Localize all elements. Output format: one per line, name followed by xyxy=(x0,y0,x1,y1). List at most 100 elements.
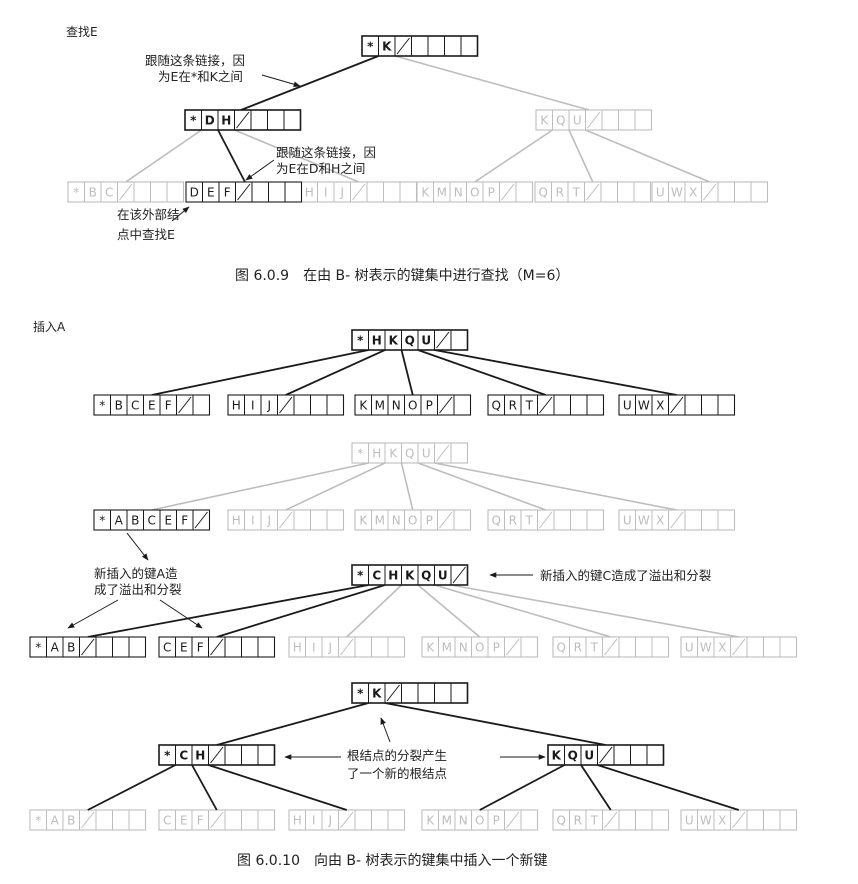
fig2-s3-leaf-null-link xyxy=(340,638,354,656)
fig2-s3-root-node-key: Q xyxy=(421,569,431,583)
fig2-s4-link xyxy=(191,764,218,811)
fig2-s4-leaf-key: J xyxy=(327,814,332,828)
fig2-s1-link xyxy=(434,349,677,396)
fig2-s4-leaf-key: B xyxy=(67,814,75,828)
fig1-annotation-external-arrow xyxy=(171,206,190,222)
fig2-s4-leaf-key: N xyxy=(459,814,468,828)
fig2-s3-leaf-null-link xyxy=(210,638,224,656)
fig1-uwx-leaf-key: W xyxy=(671,186,683,200)
fig2-s4-kqu-node-key: U xyxy=(584,749,594,763)
fig2-s4-root-node-box xyxy=(351,682,469,704)
fig2-s2-leaf-key: B xyxy=(131,514,139,528)
fig2-s3-leaf-key: K xyxy=(426,641,435,655)
fig1-def-leaf-null-link xyxy=(237,183,251,201)
fig2-s3-root-node-key: * xyxy=(357,569,364,583)
fig2-s2-leaf-key: F xyxy=(181,514,188,528)
fig2-s4-leaf-null-link xyxy=(604,811,618,829)
fig1-root-node-key: K xyxy=(382,40,392,54)
fig2-heading: 插入A xyxy=(33,320,66,334)
fig1-uwx-leaf-key: X xyxy=(689,186,697,200)
fig2-s4-root-node: *K xyxy=(351,682,469,704)
fig2-s3-link xyxy=(346,584,403,638)
fig2-s2-leaf-key: O xyxy=(408,514,417,528)
fig2-s3-leaf-key: N xyxy=(459,641,468,655)
fig2-annotation-rootsplit-line2: 了一个新的根结点 xyxy=(347,766,447,781)
fig2-annotation-newkey-c: 新插入的键C造成了溢出和分裂 xyxy=(540,568,711,583)
fig1-link-dh-def xyxy=(217,129,246,183)
fig2-s4-leaf-key: C xyxy=(163,814,171,828)
fig2-s4-ch-node-null-link xyxy=(210,746,224,764)
fig2-s4-leaf-key: U xyxy=(685,814,694,828)
fig1-heading: 查找E xyxy=(66,25,98,39)
fig1-uwx-leaf-null-link xyxy=(703,183,717,201)
fig2-s2-leaf-key: K xyxy=(359,514,368,528)
fig1-link-dh-hij xyxy=(234,129,360,183)
fig2-s3-leaf-key: E xyxy=(180,641,188,655)
fig2-s4-ch-node-key: C xyxy=(179,749,188,763)
fig1-qrt-leaf-key: T xyxy=(572,186,581,200)
fig2-s4-link xyxy=(208,764,348,811)
fig2-s4-leaf-key: * xyxy=(35,814,41,828)
fig2-s4-leaf-key: K xyxy=(426,814,435,828)
fig2-s1-leaf-key: U xyxy=(623,399,632,413)
fig2-s4-leaf-key: R xyxy=(574,814,582,828)
fig1-bc-leaf-key: B xyxy=(89,186,97,200)
fig1-dh-node-key: H xyxy=(221,114,231,128)
fig1-qrt-leaf-null-link xyxy=(586,183,600,201)
fig2-s1-leaf-key: * xyxy=(99,399,105,413)
fig2-s1-leaf-key: W xyxy=(638,399,650,413)
fig2-s2-leaf-null-link xyxy=(194,511,208,529)
fig2-annotation-newkey-arrow-right xyxy=(159,599,203,629)
fig1-kmnop-leaf-key: M xyxy=(437,186,447,200)
fig2-s2-root-node-key: Q xyxy=(405,447,414,461)
fig2-s3-leaf-null-link xyxy=(81,638,95,656)
fig1-kqu-node-null-link xyxy=(587,111,601,129)
fig2-s3-leaf-key: W xyxy=(700,641,712,655)
fig1-dh-node-key: * xyxy=(190,114,197,128)
fig1-bc-leaf-key: * xyxy=(73,186,79,200)
fig2-s3-leaf-key: U xyxy=(685,641,694,655)
fig1-kmnop-leaf-key: K xyxy=(421,186,430,200)
fig2-s1-leaf-key: P xyxy=(426,399,433,413)
fig2-s1-root-node-key: U xyxy=(421,334,431,348)
fig2-s4-leaf-key: A xyxy=(51,814,60,828)
fig2-s2-leaf-key: X xyxy=(656,514,664,528)
fig2-s2-leaf-key: N xyxy=(392,514,401,528)
fig2-s2-root-node-key: K xyxy=(389,447,398,461)
fig1-root-node-box xyxy=(361,35,479,57)
fig1-bc-leaf-key: C xyxy=(105,186,113,200)
fig2-s1-link xyxy=(400,349,414,396)
fig2-s1-leaf-null-link xyxy=(670,396,684,414)
fig2-annotation-newkey-line1: 新插入的键A造 xyxy=(94,566,178,581)
fig2-s4-leaf-key: P xyxy=(493,814,500,828)
fig1-annotation-dh-line2: 为E在D和H之间 xyxy=(276,161,365,176)
fig1-kmnop-leaf-key: N xyxy=(454,186,463,200)
fig1-link-dh-bc xyxy=(125,129,202,183)
fig2-s4-leaf-key: F xyxy=(197,814,204,828)
fig2-s4-leaf-key: Q xyxy=(557,814,566,828)
fig2-s4-link-root-kqu xyxy=(384,702,606,746)
fig1-kmnop-leaf-key: P xyxy=(488,186,495,200)
fig1-root-node: *K xyxy=(361,35,479,57)
fig2-s3-leaf-key: Q xyxy=(557,641,566,655)
